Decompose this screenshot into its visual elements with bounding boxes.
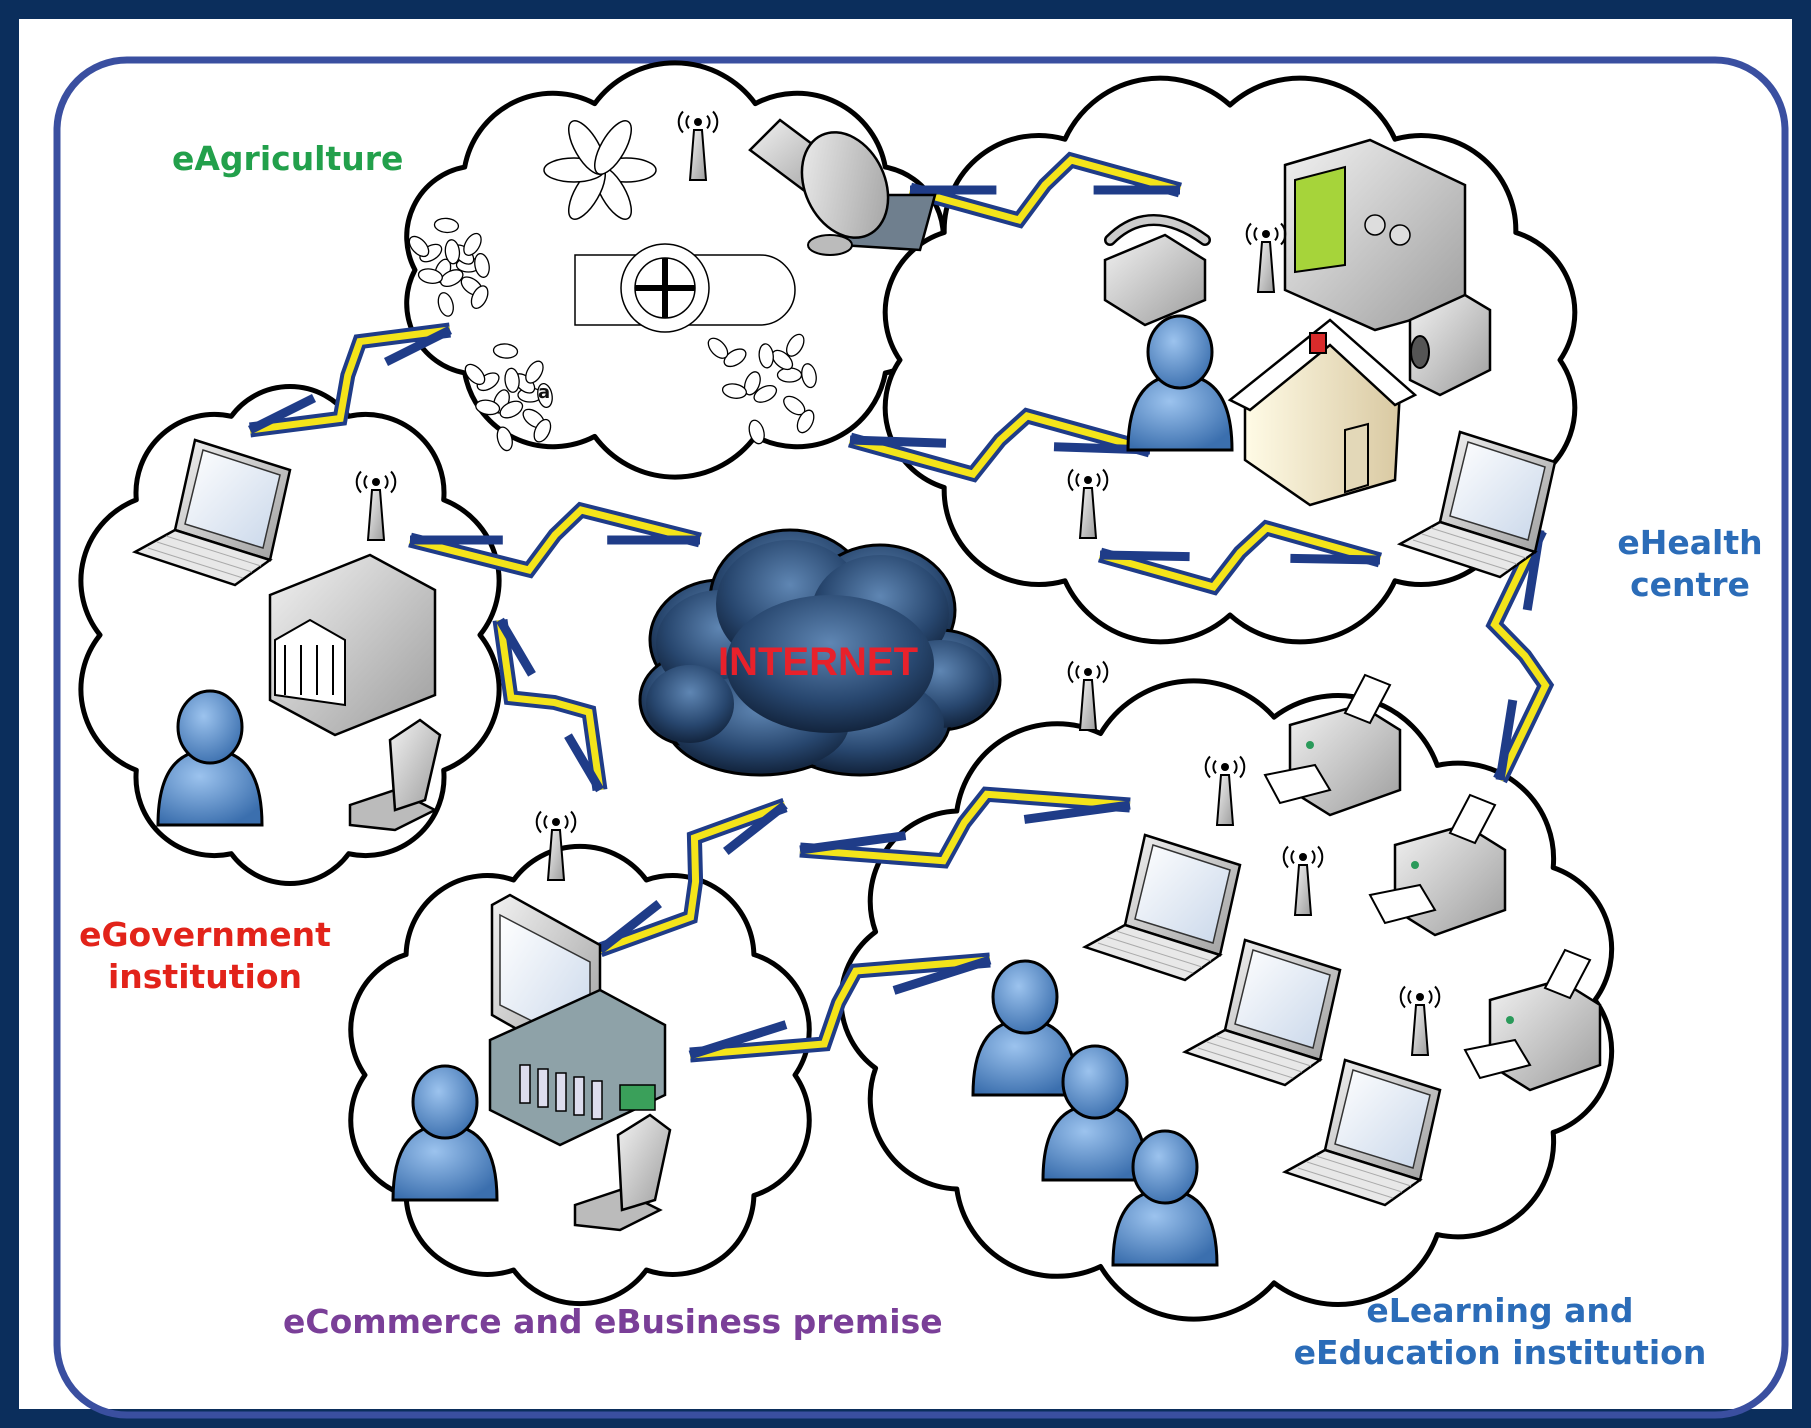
antenna-icon: [1067, 660, 1109, 731]
laptop-icon: [1396, 430, 1557, 579]
mobile-phone-icon: [573, 1113, 672, 1232]
egovernment-line2: institution: [107, 957, 303, 996]
antenna-icon: [1245, 222, 1287, 293]
person-icon: [1111, 1129, 1219, 1267]
government-building-icon: [268, 553, 437, 737]
person-icon: [156, 689, 264, 827]
ecommerce-text: eCommerce and eBusiness premise: [283, 1302, 943, 1341]
antenna-icon: [535, 810, 577, 881]
person-icon: [1126, 314, 1234, 452]
elearning-line1: eLearning and: [1366, 1291, 1634, 1330]
satellite-icon: [748, 118, 937, 256]
laptop-icon: [1281, 1058, 1442, 1207]
link-gov-commerce: [492, 617, 608, 793]
link-health-learning: [1485, 526, 1555, 784]
eagriculture-text: eAgriculture: [172, 139, 404, 178]
camcorder-icon: [1408, 293, 1492, 397]
ehealth-line1: eHealth: [1617, 523, 1763, 562]
house-icon: [1227, 318, 1418, 507]
wireless-links-layer: [247, 151, 1555, 1063]
person-icon: [391, 1064, 499, 1202]
egovernment-line1: eGovernment: [79, 915, 331, 954]
internet-label: INTERNET: [718, 640, 918, 684]
ecommerce-label: eCommerce and eBusiness premise: [283, 1301, 943, 1343]
plant-icon: [408, 120, 817, 452]
link-internet-commerce: [597, 797, 788, 958]
antenna-icon: [1282, 845, 1324, 916]
devices-layer: [131, 110, 1602, 1267]
antenna-icon: [677, 110, 719, 181]
laptop-icon: [1181, 938, 1342, 1087]
egovernment-label: eGovernment institution: [70, 914, 340, 998]
ehealth-label: eHealth centre: [1605, 522, 1775, 606]
printer-icon: [1463, 948, 1602, 1092]
printer-icon: [1263, 673, 1402, 817]
link-commerce-learning: [799, 786, 1131, 869]
telephone-icon: [1103, 214, 1211, 327]
link-health-laptop: [1097, 519, 1383, 596]
antenna-icon: [1204, 755, 1246, 826]
ehealth-line2: centre: [1630, 565, 1750, 604]
laptop-icon: [131, 438, 292, 587]
elearning-line2: eEducation institution: [1293, 1333, 1707, 1372]
eagriculture-label: eAgriculture: [172, 138, 403, 180]
link-gov-antenna: [408, 501, 702, 579]
internet-cloud-icon: [638, 528, 1002, 777]
antenna-icon: [1399, 985, 1441, 1056]
person-icon: [1041, 1044, 1149, 1182]
antenna-icon: [1067, 468, 1109, 539]
antenna-icon: [355, 470, 397, 541]
link-agri-health: [908, 151, 1182, 229]
link-agri-gov: [247, 322, 453, 438]
elearning-label: eLearning and eEducation institution: [1290, 1290, 1710, 1374]
plant-letter-label: a: [538, 382, 551, 403]
printer-icon: [1368, 793, 1507, 937]
person-icon: [971, 959, 1079, 1097]
laptop-icon: [1081, 833, 1242, 982]
medical-monitor-icon: [1283, 138, 1467, 332]
link-commerce-learning-lower: [688, 952, 992, 1063]
inner-rounded-frame: [53, 56, 1789, 1419]
mobile-phone-icon: [348, 718, 442, 832]
server-icon: [488, 988, 667, 1147]
